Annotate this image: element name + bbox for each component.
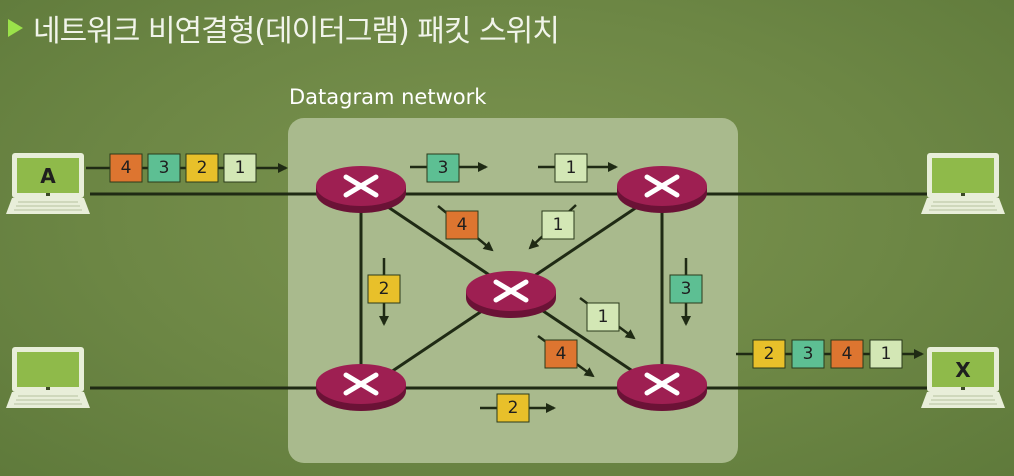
title-bullet-icon (8, 19, 23, 37)
title-text: 네트워크 비연결형(데이터그램) 패킷 스위치 (33, 14, 560, 49)
packet: 3 (669, 274, 703, 304)
in-transit-packets: 3 1 4 1 2 3 1 4 (367, 153, 703, 423)
packet: 4 (445, 210, 479, 240)
host-x-label: X (955, 358, 971, 382)
packet-label: 2 (508, 398, 519, 418)
packet-label: 2 (379, 279, 390, 299)
packet-label: 1 (566, 158, 577, 178)
laptop-top-right-icon (920, 152, 1006, 215)
packet: 3 (426, 153, 460, 183)
laptop-x-icon: X (920, 346, 1006, 409)
packet-label: 3 (159, 158, 170, 178)
packet: 4 (544, 339, 578, 369)
packet: 1 (541, 210, 575, 240)
packet-label: 3 (438, 158, 449, 178)
packet: 2 (496, 393, 530, 423)
packet: 4 (109, 153, 143, 183)
laptop-bottom-left-icon (5, 346, 91, 409)
router-top-right (617, 166, 707, 213)
packet-label: 1 (881, 344, 892, 364)
packet: 1 (554, 153, 588, 183)
packet-label: 1 (598, 307, 609, 327)
page-title: 네트워크 비연결형(데이터그램) 패킷 스위치 (8, 8, 560, 49)
packet-label: 4 (121, 158, 132, 178)
network-label: Datagram network (289, 85, 487, 109)
packet-label: 3 (681, 279, 692, 299)
packet: 1 (869, 339, 903, 369)
packet-label: 2 (764, 344, 775, 364)
destination-queue: 2 3 4 1 (752, 339, 903, 369)
host-a-label: A (40, 164, 56, 188)
packet: 1 (223, 153, 257, 183)
packet: 4 (830, 339, 864, 369)
laptop-a-icon: A (5, 152, 91, 215)
packet-label: 4 (457, 215, 468, 235)
packet-label: 1 (553, 215, 564, 235)
router-bottom-left (316, 364, 406, 411)
packet-label: 2 (197, 158, 208, 178)
packet: 3 (147, 153, 181, 183)
packet: 2 (367, 274, 401, 304)
packet: 1 (586, 302, 620, 332)
packet-label: 4 (842, 344, 853, 364)
packet: 2 (752, 339, 786, 369)
source-queue: 4 3 2 1 (109, 153, 257, 183)
router-top-left (316, 166, 406, 213)
packet-label: 3 (803, 344, 814, 364)
packet: 2 (185, 153, 219, 183)
router-center (466, 271, 556, 318)
packet: 3 (791, 339, 825, 369)
packet-label: 1 (235, 158, 246, 178)
packet-label: 4 (556, 344, 567, 364)
router-bottom-right (617, 364, 707, 411)
